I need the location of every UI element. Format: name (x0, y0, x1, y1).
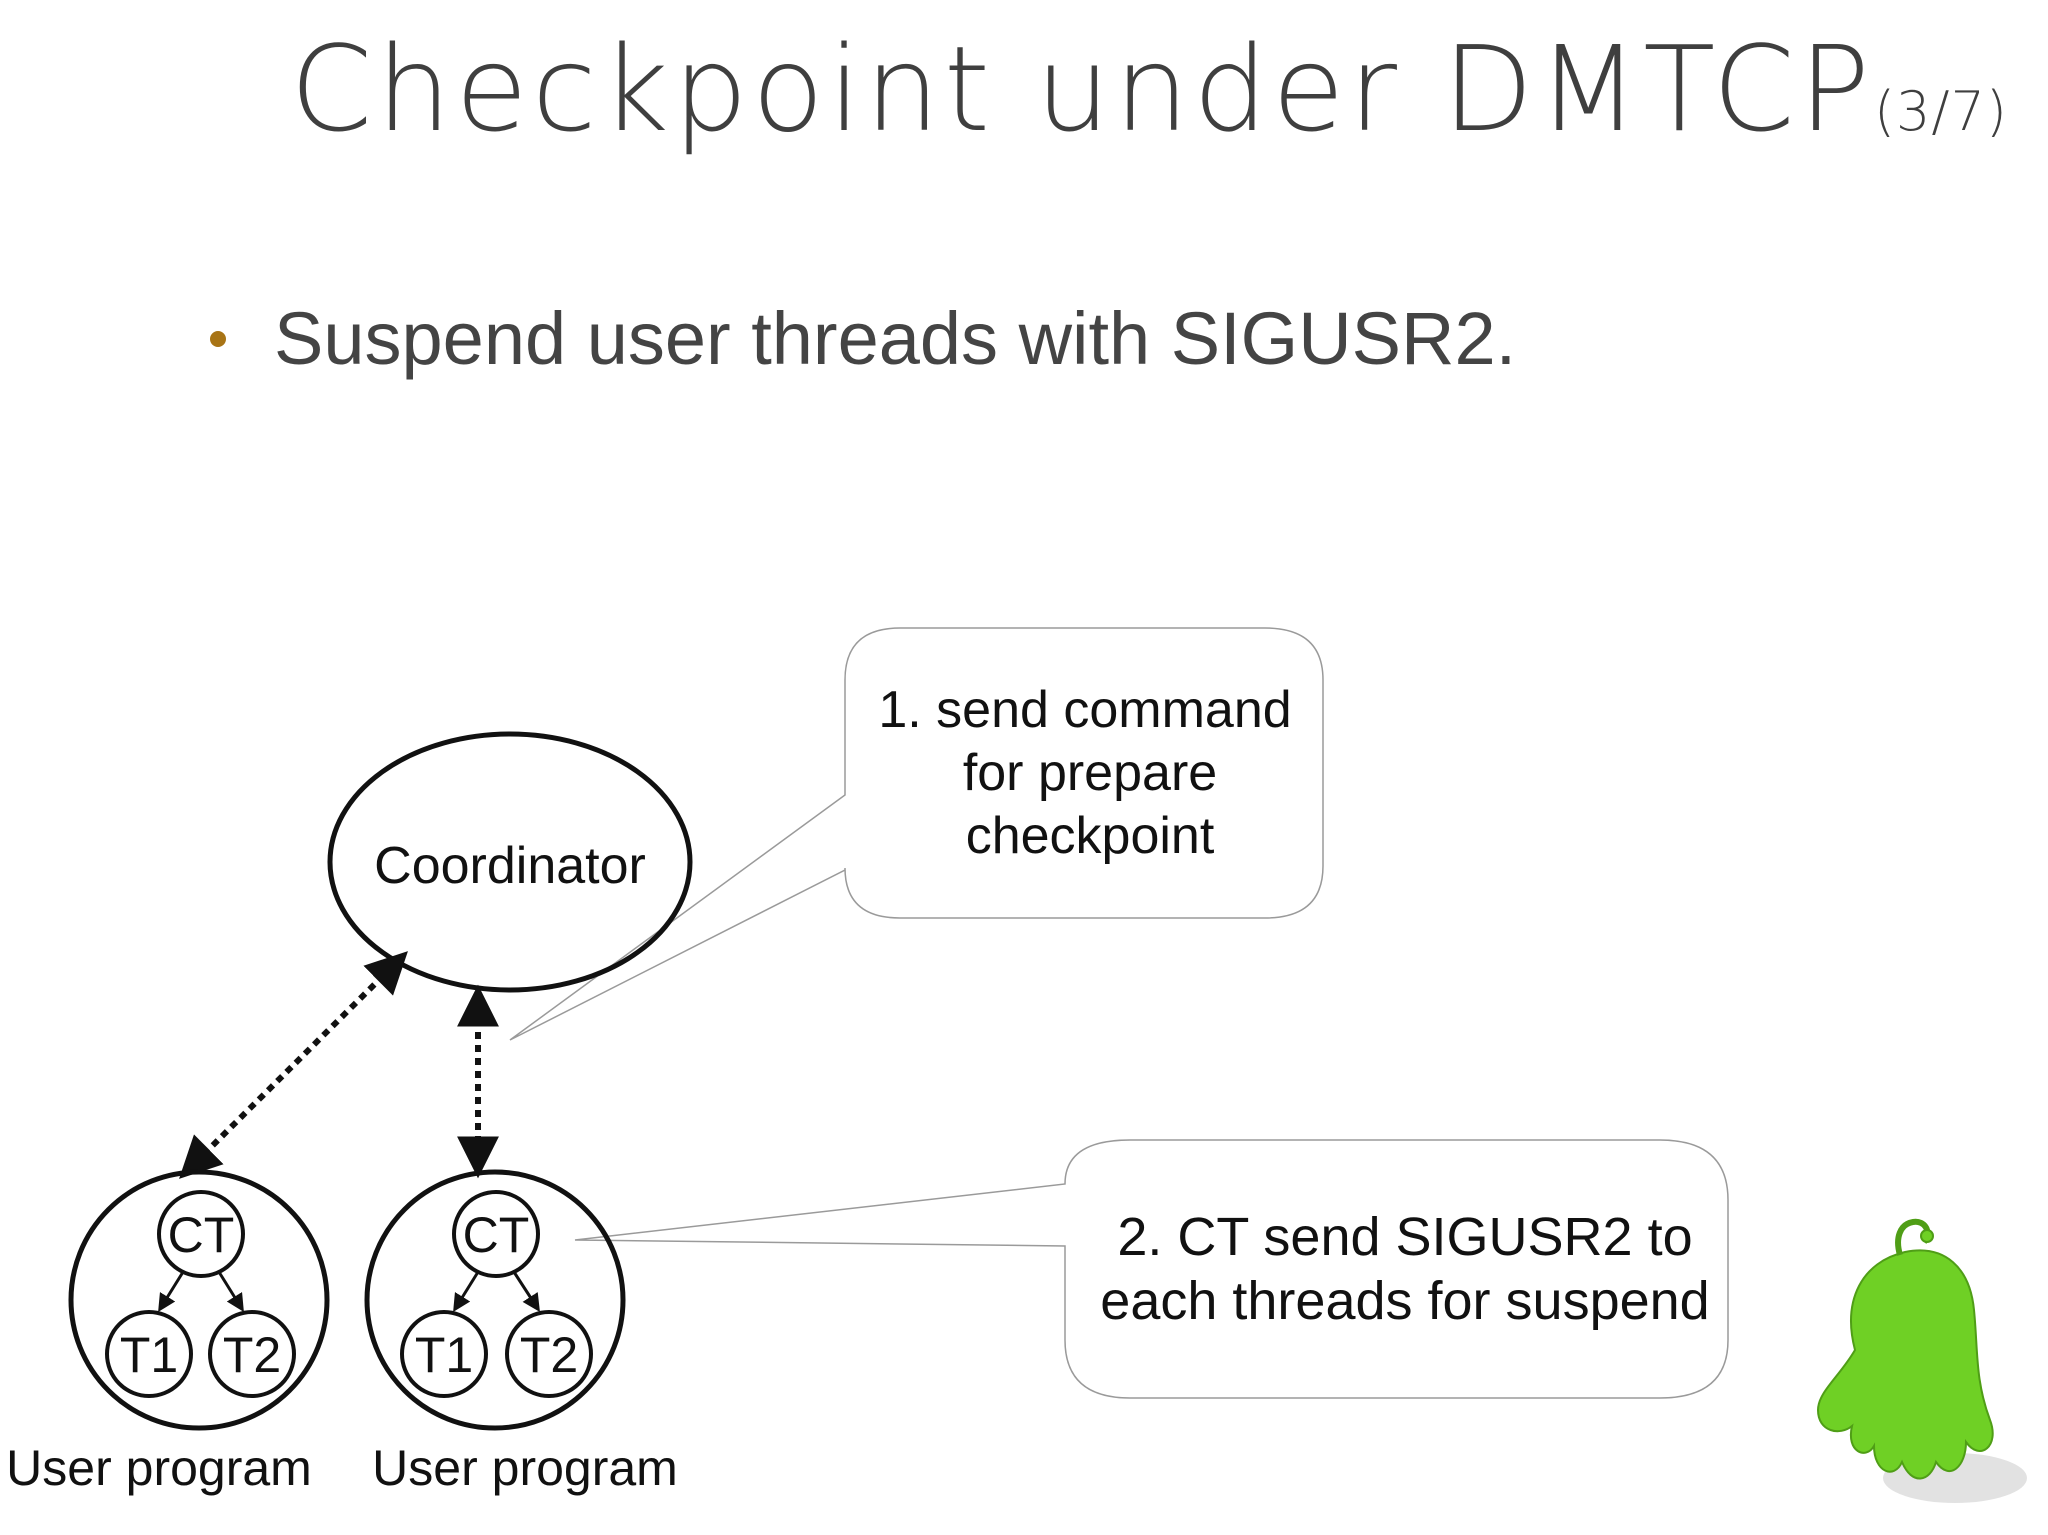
user-program-label: User program (6, 1440, 312, 1496)
ct-to-t1-arrow (158, 1271, 185, 1313)
slide-title: Checkpoint under DMTCP(3/7) (290, 20, 2008, 158)
callout-1-line-2: for prepare (963, 744, 1217, 802)
callout-2-bubble (574, 1139, 1729, 1399)
callout-send-command: 1. send command for prepare checkpoint (509, 627, 1324, 1041)
callout-2-line-1: 2. CT send SIGUSR2 to (1117, 1207, 1692, 1267)
ct-thread-label: CT (463, 1207, 530, 1263)
t2-thread-label: T2 (223, 1327, 281, 1383)
t2-thread-circle (208, 1310, 296, 1398)
ct-to-t2-arrow (217, 1271, 244, 1313)
user-program-label: User program (372, 1440, 678, 1496)
t1-thread-circle (400, 1310, 488, 1398)
coordinator-node: Coordinator (327, 731, 693, 993)
user-program-1: CT T1 T2 User program (6, 1169, 330, 1496)
ct-thread-label: CT (168, 1207, 235, 1263)
bullet-dot-icon (210, 330, 226, 347)
callout-1-bubble (509, 627, 1324, 1041)
coordinator-ellipse (327, 731, 693, 993)
callout-1-line-1: 1. send command (878, 681, 1291, 739)
slide-title-text: Checkpoint under DMTCP (290, 20, 1874, 158)
slide-counter: (3/7) (1873, 80, 2008, 143)
ct-thread-circle (452, 1190, 540, 1278)
t2-thread-label: T2 (520, 1327, 578, 1383)
t2-thread-circle (505, 1310, 593, 1398)
bullet-item: Suspend user threads with SIGUSR2. (210, 296, 1516, 381)
process-circle (68, 1169, 330, 1431)
bullet-text: Suspend user threads with SIGUSR2. (274, 297, 1517, 380)
green-ghost-mascot-icon (1816, 1218, 2027, 1503)
ct-to-t2-arrow (512, 1271, 540, 1313)
t1-thread-label: T1 (415, 1327, 473, 1383)
user-program-2: CT T1 T2 User program (364, 1169, 678, 1496)
process-circle (364, 1169, 626, 1431)
callout-1-line-3: checkpoint (966, 807, 1215, 865)
ct-thread-circle (157, 1190, 245, 1278)
connection-arrow-1 (179, 951, 408, 1179)
callout-2-line-2: each threads for suspend (1100, 1271, 1709, 1331)
t1-thread-label: T1 (120, 1327, 178, 1383)
coordinator-label: Coordinator (374, 837, 646, 895)
t1-thread-circle (105, 1310, 193, 1398)
ct-to-t1-arrow (453, 1271, 480, 1313)
callout-ct-sigusr2: 2. CT send SIGUSR2 to each threads for s… (574, 1139, 1729, 1399)
